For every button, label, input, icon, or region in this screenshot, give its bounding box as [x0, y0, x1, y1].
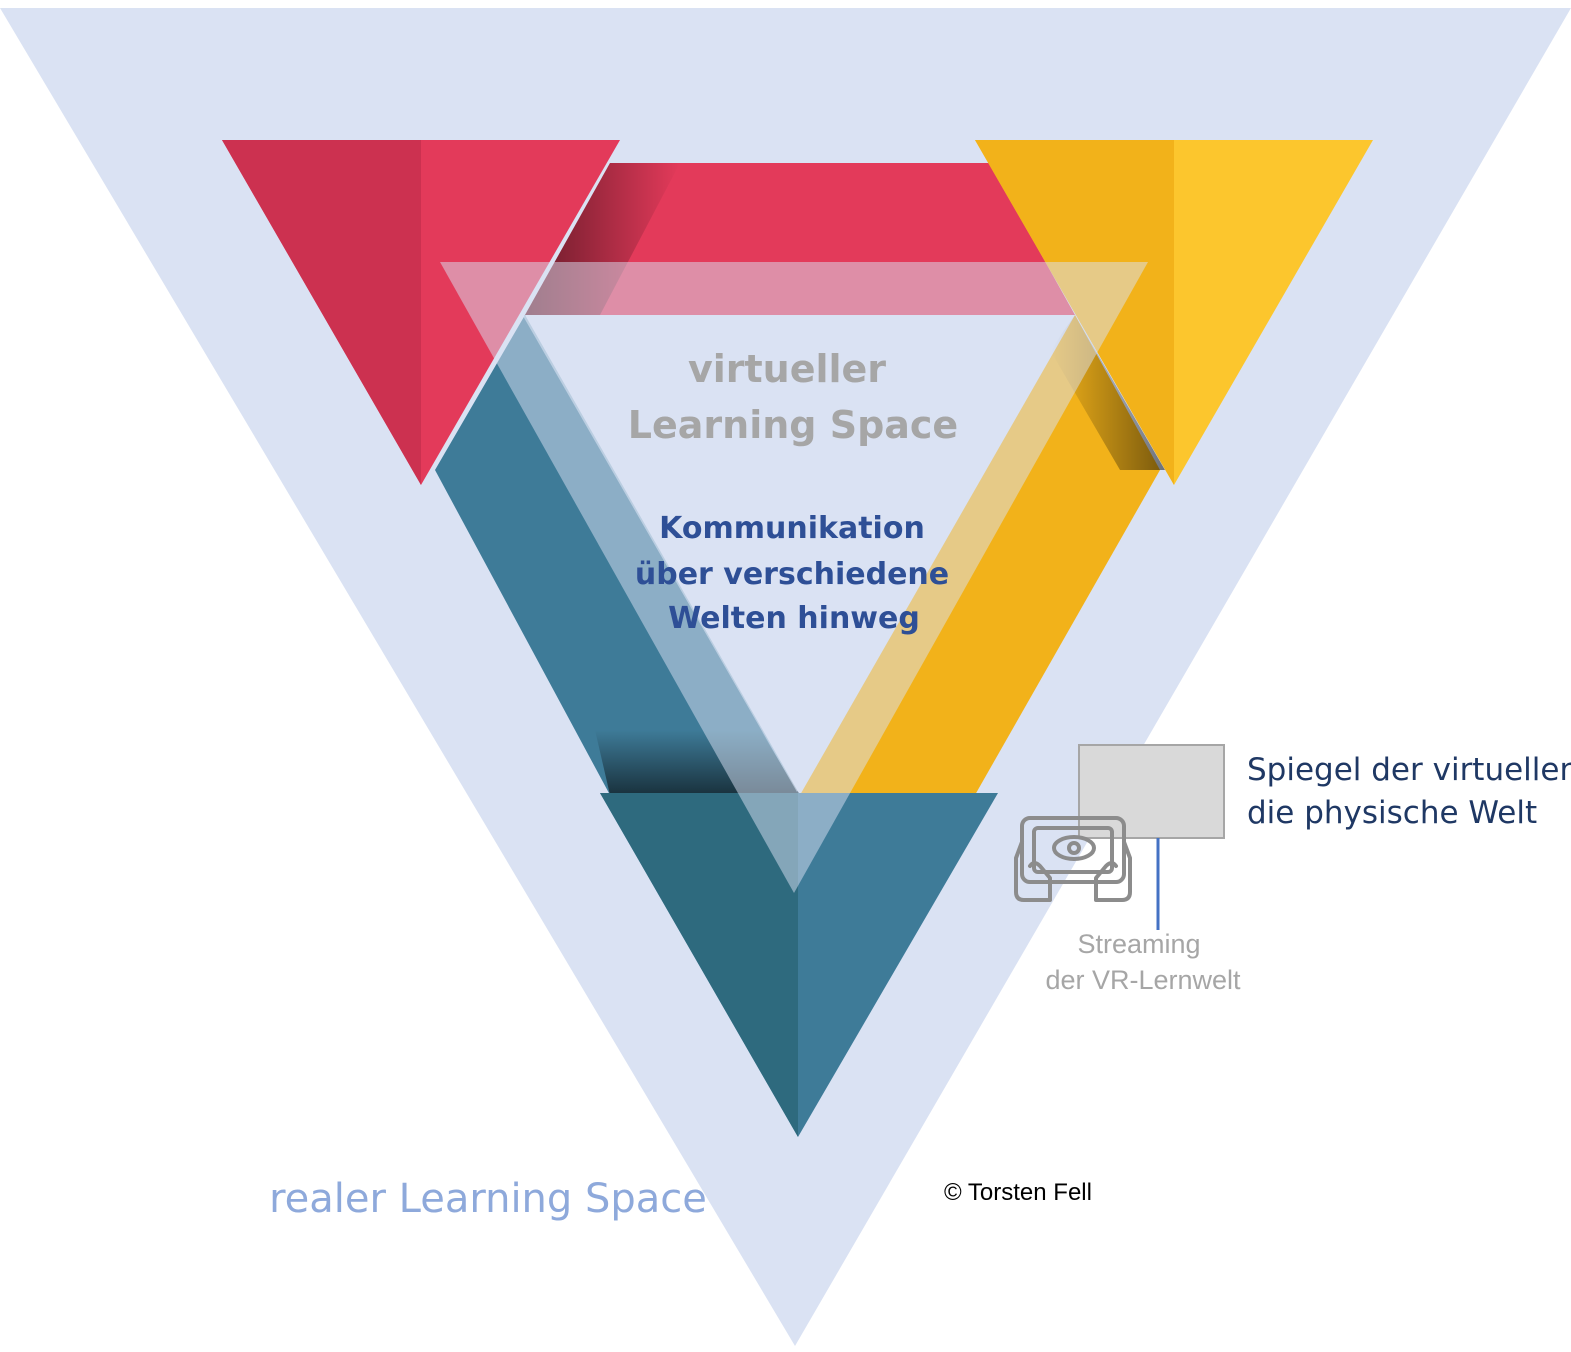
tablet-eye-icon: [1014, 816, 1132, 902]
red-corner-triangle-dark: [222, 140, 421, 485]
virtual-space-label-2: Learning Space: [628, 403, 958, 447]
mirror-screen-box: [1078, 744, 1225, 839]
real-space-label: realer Learning Space: [269, 1176, 707, 1222]
communication-label-1: Kommunikation: [659, 511, 925, 546]
mirror-label-2: die physische Welt: [1247, 795, 1537, 831]
mirror-label-1: Spiegel der virtuellen: [1247, 752, 1571, 788]
streaming-label-1: Streaming: [1077, 929, 1200, 959]
streaming-label-2: der VR-Lernwelt: [1045, 965, 1241, 995]
communication-label-2: über verschiedene: [635, 557, 949, 592]
teal-corner-triangle-dark: [600, 793, 798, 1137]
communication-label-3: Welten hinweg: [668, 601, 920, 636]
virtual-space-label-1: virtueller: [688, 347, 886, 391]
copyright-label: © Torsten Fell: [944, 1179, 1092, 1206]
virtual-space-inner-core: [523, 316, 1072, 792]
